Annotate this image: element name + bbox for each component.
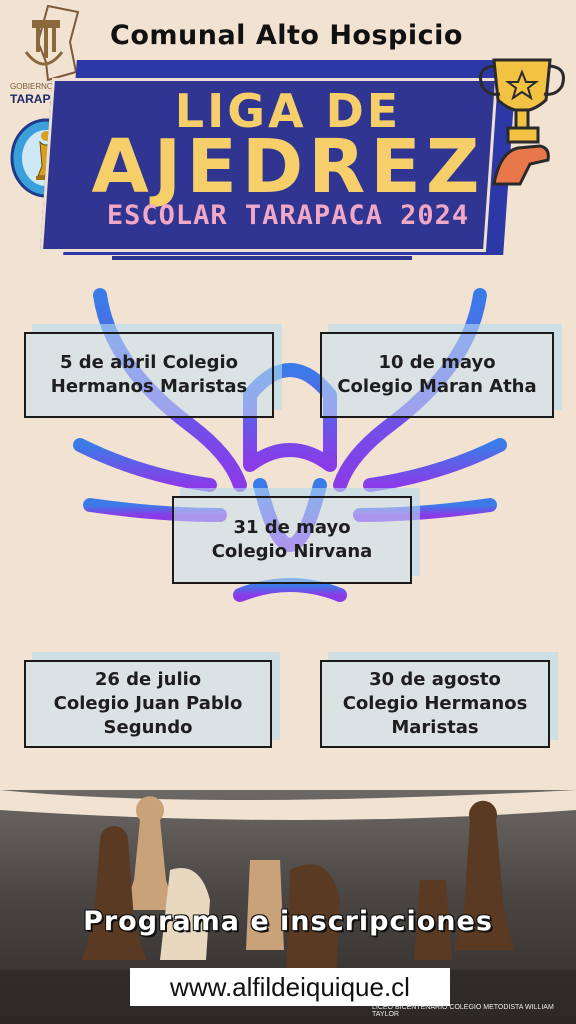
banner-escolar: ESCOLAR TARAPACA 2024: [106, 200, 470, 231]
event-date: 31 de mayo: [233, 517, 351, 538]
header-title: Comunal Alto Hospicio: [110, 20, 463, 51]
event-card: 30 de agosto Colegio Hermanos Maristas: [320, 660, 550, 748]
event-venue: Colegio Nirvana: [211, 541, 373, 562]
banner-liga: LIGA DE: [174, 84, 402, 138]
event-card: 5 de abril Colegio Hermanos Maristas: [24, 332, 274, 418]
credit-text: LICEO BICENTENARIO COLEGIO METODISTA WIL…: [372, 1004, 554, 1018]
gov-logo: [18, 2, 88, 82]
trophy-icon: [479, 58, 565, 186]
website-link[interactable]: www.alfildeiquique.cl: [130, 968, 450, 1006]
event-venue: Colegio Maran Atha: [337, 376, 537, 397]
event-card: 31 de mayo Colegio Nirvana: [172, 496, 412, 584]
event-venue-cont: Maristas: [391, 717, 479, 738]
program-heading: Programa e inscripciones: [83, 906, 493, 937]
event-venue: Colegio Juan Pablo: [53, 693, 243, 714]
event-venue: Hermanos Maristas: [50, 376, 248, 397]
trophy-graphic: [474, 52, 570, 192]
banner-accent-line-bottom: [112, 256, 412, 260]
event-date: 30 de agosto: [369, 669, 501, 690]
event-date: 26 de julio: [94, 669, 202, 690]
event-venue: Colegio Hermanos: [342, 693, 528, 714]
event-card: 26 de julio Colegio Juan Pablo Segundo: [24, 660, 272, 748]
gov-emblem-icon: [24, 4, 80, 82]
banner-ajedrez: AJEDREZ: [91, 124, 485, 210]
event-date: 5 de abril Colegio: [59, 352, 239, 373]
chess-pieces-image: [0, 790, 576, 1024]
event-venue-cont: Segundo: [103, 717, 193, 738]
event-card: 10 de mayo Colegio Maran Atha: [320, 332, 554, 418]
event-date: 10 de mayo: [378, 352, 496, 373]
